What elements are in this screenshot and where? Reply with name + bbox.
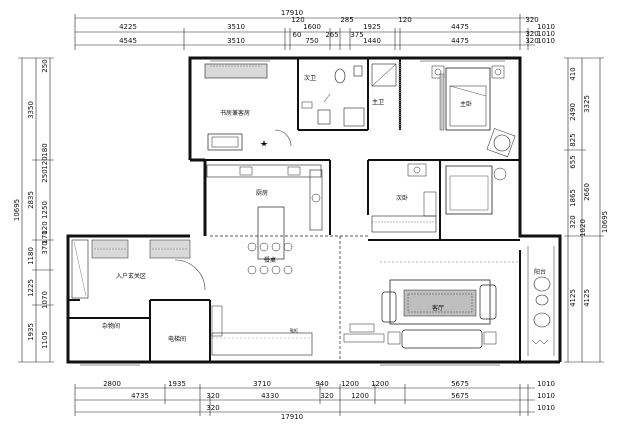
right-dim-5: 1865 xyxy=(569,189,577,207)
top-overall-dim: 17910 xyxy=(281,9,303,17)
right-dim-6: 320 xyxy=(569,215,577,228)
right-dim-3: 825 xyxy=(569,133,577,146)
right-dimensions xyxy=(564,57,604,363)
right-dim-11: 4125 xyxy=(583,289,591,307)
top-dim-9: 320 xyxy=(525,16,538,24)
bottom-dimensions xyxy=(74,384,535,416)
bottom-dim-7: 5675 xyxy=(451,380,469,388)
top-dim-18: 750 xyxy=(305,37,318,45)
entry-area xyxy=(71,239,223,337)
left-dim-3: 1180 xyxy=(27,247,35,265)
left-dim-6: 250 xyxy=(41,59,49,72)
bottom-dim-2: 1935 xyxy=(168,380,186,388)
top-dim-20: 4475 xyxy=(451,37,469,45)
dashed-boundaries xyxy=(210,235,368,362)
elevator-label: 电梯间 xyxy=(168,335,186,343)
top-dim-17: 3510 xyxy=(227,37,245,45)
right-dim-4: 655 xyxy=(569,155,577,168)
bottom-dim-10: 320 xyxy=(206,392,219,400)
study-room xyxy=(204,63,292,151)
bottom-dim-16: 320 xyxy=(206,404,219,412)
bottom-dim-11: 4330 xyxy=(261,392,279,400)
storage-label: 杂物间 xyxy=(102,322,120,330)
left-dim-7: 180 xyxy=(41,143,49,156)
left-dim-4: 1225 xyxy=(27,279,35,297)
top-dim-22: 1010 xyxy=(537,37,555,45)
right-overall-dim: 10695 xyxy=(601,211,609,233)
cabinet-label: 鞋柜 xyxy=(290,327,298,333)
kitchen-room xyxy=(206,164,323,356)
bottom-dim-3: 3710 xyxy=(253,380,271,388)
left-dim-14: 1070 xyxy=(41,291,49,309)
bottom-dim-15: 1010 xyxy=(537,392,555,400)
kitchen-label: 厨房 xyxy=(256,189,268,197)
left-dim-5: 1935 xyxy=(27,323,35,341)
left-dim-13: 370 xyxy=(41,241,49,254)
study-label: 书房兼客房 xyxy=(220,109,250,117)
bottom-dim-12: 320 xyxy=(320,392,333,400)
living-room xyxy=(343,261,520,349)
left-dim-1: 3350 xyxy=(27,101,35,119)
top-dim-3: 120 xyxy=(291,16,304,24)
right-dim-8: 4125 xyxy=(569,289,577,307)
right-dim-10: 2660 xyxy=(583,183,591,201)
left-dim-12: 170 xyxy=(41,230,49,243)
wc1-label: 主卫 xyxy=(372,98,384,106)
wc2-label: 次卫 xyxy=(304,74,316,82)
left-dim-9: 250 xyxy=(41,169,49,182)
top-dimensions xyxy=(74,14,535,50)
top-dim-11: 60 xyxy=(293,31,302,39)
wc2-room xyxy=(301,68,346,125)
top-dim-14: 320 xyxy=(525,30,538,38)
wc1-room xyxy=(343,62,402,130)
left-overall-dim: 10695 xyxy=(13,199,21,221)
bottom-dim-14: 5675 xyxy=(451,392,469,400)
right-dim-9: 3325 xyxy=(583,95,591,113)
left-dim-15: 1105 xyxy=(41,331,49,349)
left-dim-10: 1250 xyxy=(41,201,49,219)
bottom-dim-17: 1010 xyxy=(537,404,555,412)
left-dim-11: 120 xyxy=(41,221,49,234)
top-dim-8: 4475 xyxy=(451,23,469,31)
partitions xyxy=(68,58,521,362)
left-dim-2: 2835 xyxy=(27,191,35,209)
top-dim-19: 1440 xyxy=(363,37,381,45)
top-dim-15: 1010 xyxy=(537,30,555,38)
bottom-overall-dim: 17910 xyxy=(281,413,303,421)
top-dim-2: 3510 xyxy=(227,23,245,31)
top-dim-4: 1600 xyxy=(303,23,321,31)
top-dim-7: 120 xyxy=(398,16,411,24)
right-dim-2: 2490 xyxy=(569,103,577,121)
left-dim-8: 120 xyxy=(41,156,49,169)
living-label: 客厅 xyxy=(432,304,444,312)
left-dimensions xyxy=(18,57,54,363)
bottom-dim-8: 1010 xyxy=(537,380,555,388)
second-bedroom xyxy=(371,163,507,233)
second-bed-label: 次卧 xyxy=(396,194,408,202)
bottom-dim-6: 1200 xyxy=(371,380,389,388)
right-dim-1: 410 xyxy=(569,67,577,80)
master-label: 主卧 xyxy=(460,100,472,108)
bottom-dim-9: 4735 xyxy=(131,392,149,400)
top-dim-12: 265 xyxy=(325,31,338,39)
dining-label: 餐桌 xyxy=(264,256,276,264)
bottom-dim-4: 940 xyxy=(315,380,328,388)
bottom-dim-5: 1200 xyxy=(341,380,359,388)
entry-label: 入户玄关区 xyxy=(116,272,146,280)
master-bedroom xyxy=(431,65,516,158)
right-dim-7: 1020 xyxy=(579,219,587,237)
top-dim-16: 4545 xyxy=(119,37,137,45)
balcony-area xyxy=(527,246,555,356)
top-dim-5: 285 xyxy=(340,16,353,24)
balcony-label: 阳台 xyxy=(534,268,546,276)
bottom-dim-13: 1200 xyxy=(351,392,369,400)
top-dim-1: 4225 xyxy=(119,23,137,31)
bottom-dim-1: 2800 xyxy=(103,380,121,388)
windows xyxy=(80,56,505,366)
top-dim-21: 320 xyxy=(525,37,538,45)
top-dim-10: 1010 xyxy=(537,23,555,31)
top-dim-13: 375 xyxy=(350,31,363,39)
top-dim-6: 1925 xyxy=(363,23,381,31)
